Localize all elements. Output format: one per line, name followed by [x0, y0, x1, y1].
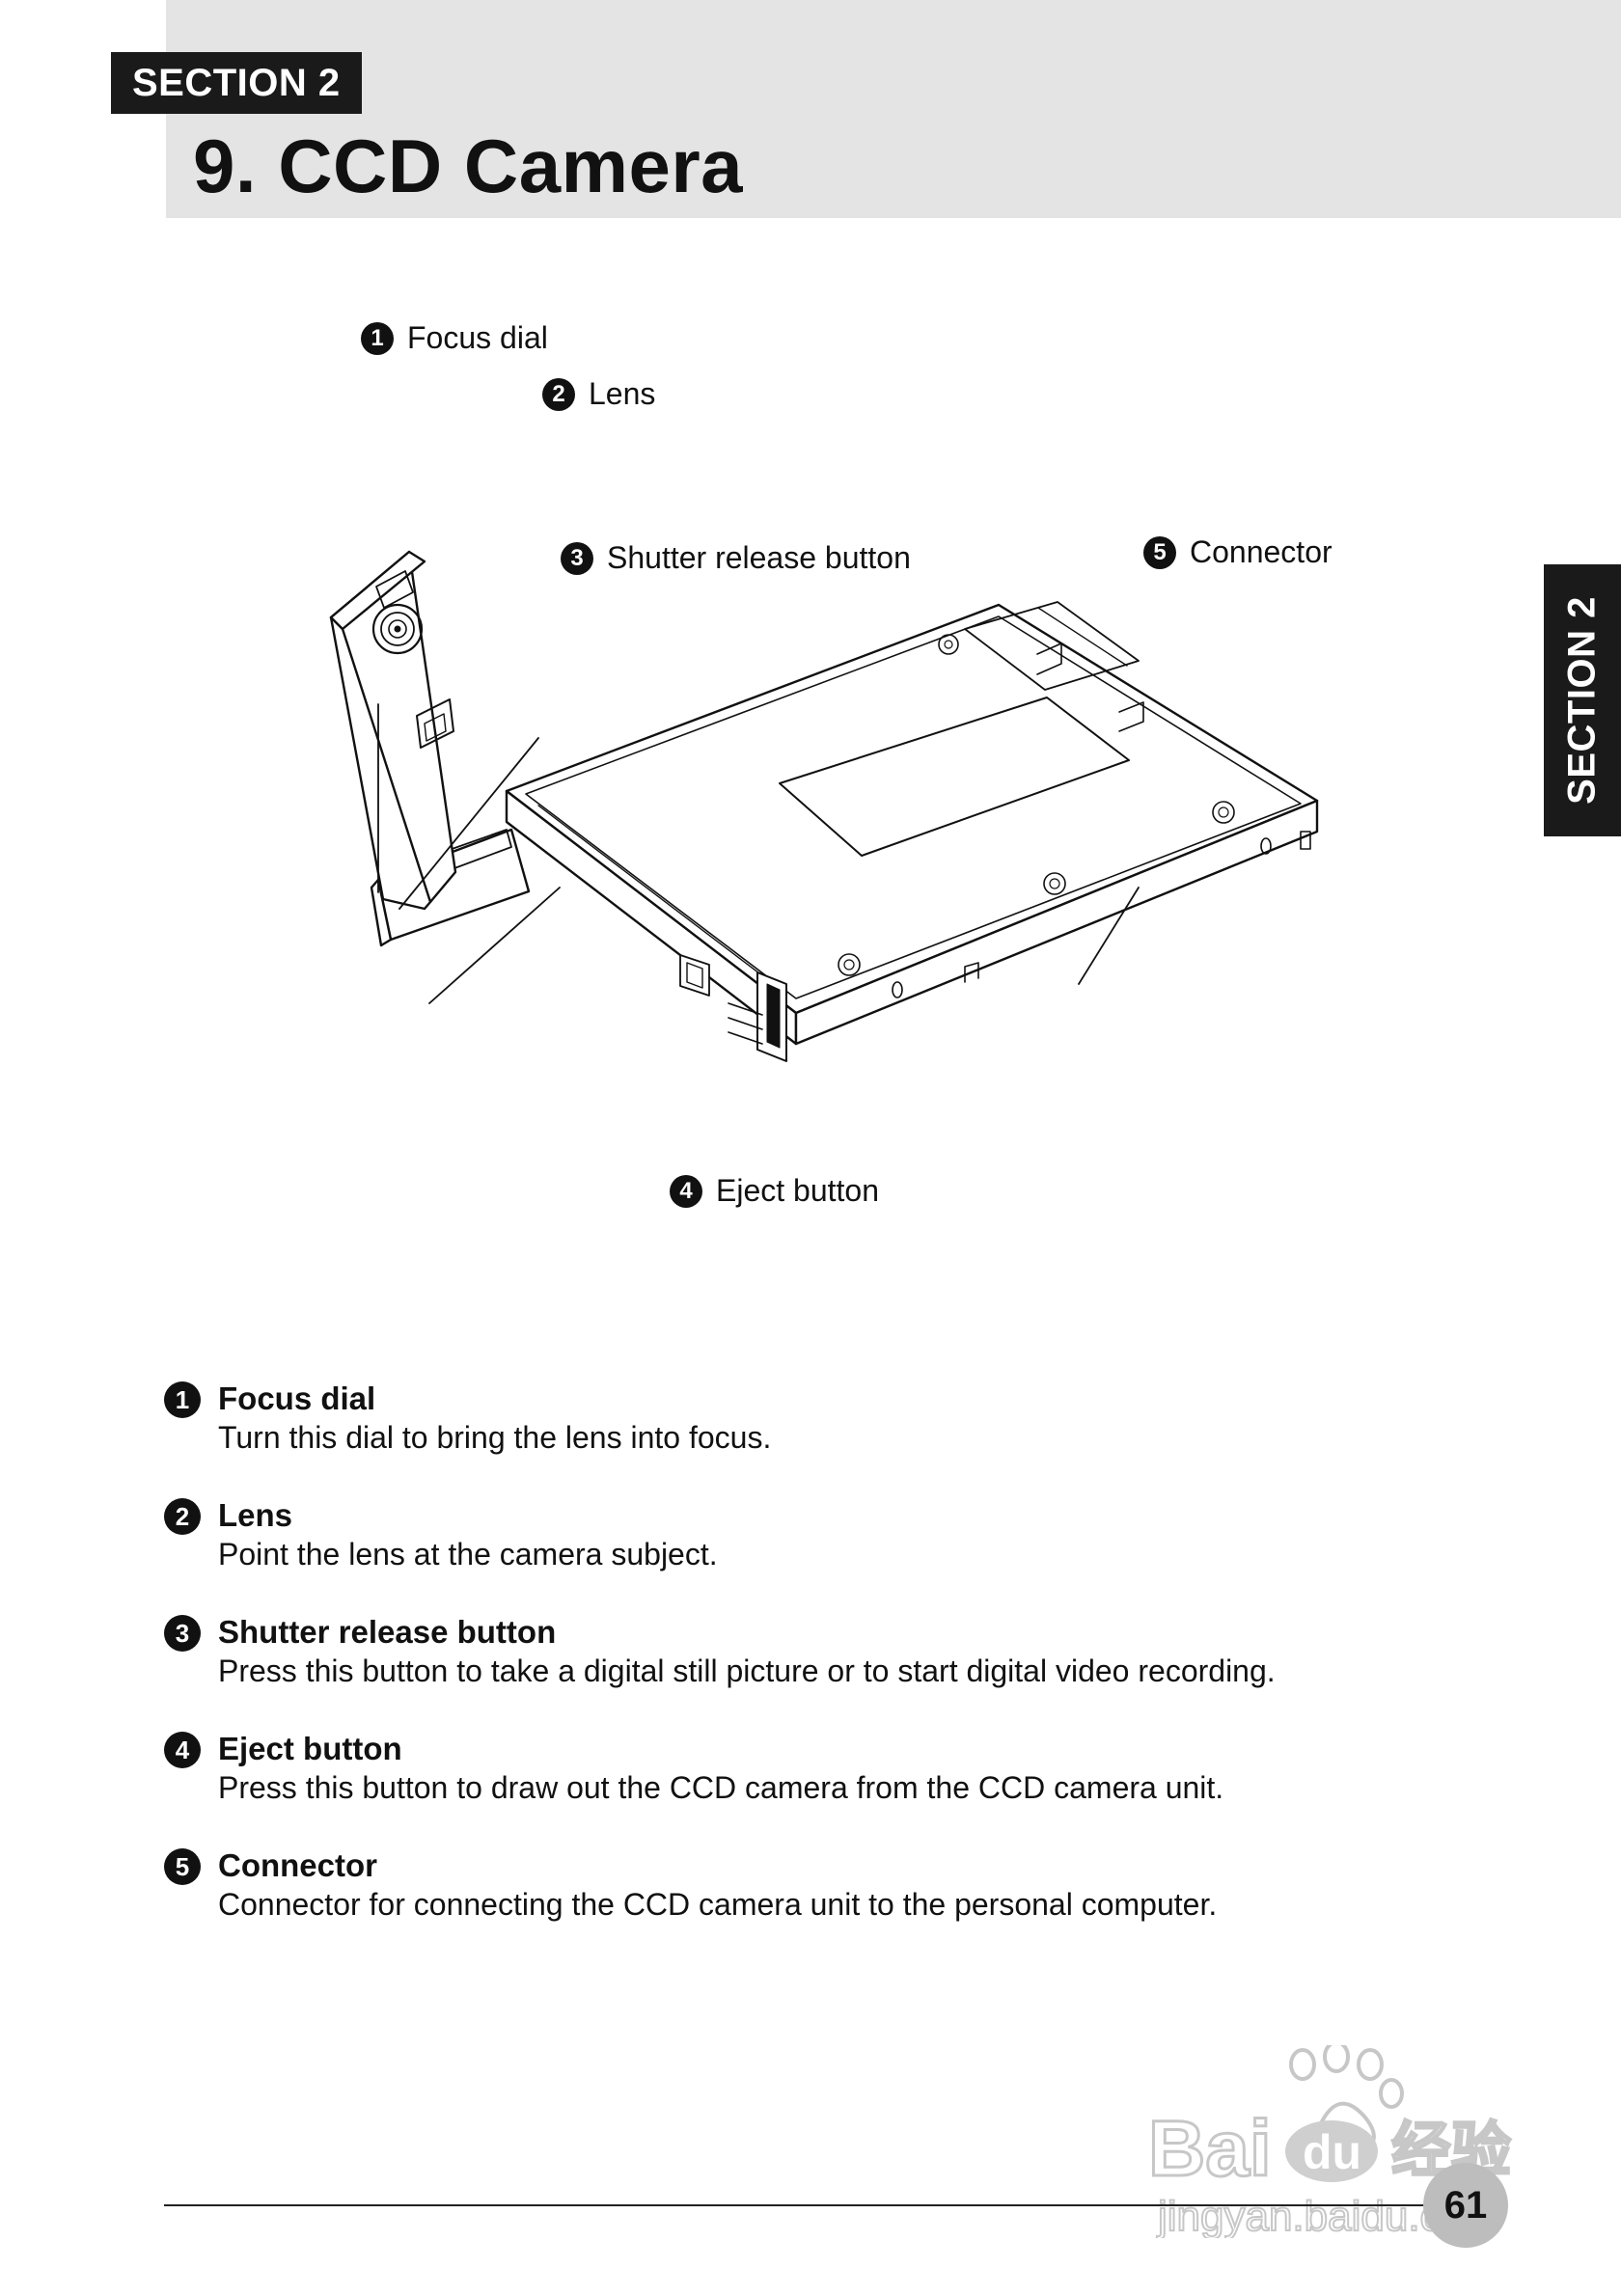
- description-term: Eject button: [218, 1731, 402, 1766]
- description-text: Press this button to take a digital stil…: [218, 1654, 1276, 1688]
- ccd-camera-illustration: [329, 550, 1319, 1062]
- callout-label: Eject button: [716, 1173, 879, 1208]
- svg-text:Bai: Bai: [1148, 2105, 1272, 2193]
- callout-number-badge: 2: [542, 377, 575, 411]
- camera-cradle: [370, 828, 531, 947]
- svg-text:du: du: [1303, 2125, 1361, 2179]
- description-text: Point the lens at the camera subject.: [218, 1537, 718, 1572]
- description-term: Connector: [218, 1847, 377, 1883]
- callout-number-badge: 5: [1143, 535, 1176, 569]
- component-description-list: 1 Focus dial Turn this dial to bring the…: [164, 1380, 1496, 1963]
- callout-shutter-release-button: 3 Shutter release button: [561, 538, 911, 577]
- ccd-camera-figure: 1 Focus dial 2 Lens 3 Shutter release butto…: [0, 318, 1621, 1235]
- description-number-badge: 5: [164, 1848, 201, 1885]
- callout-label: Focus dial: [407, 320, 548, 355]
- callout-connector: 5 Connector: [1143, 533, 1333, 571]
- description-eject-button: 4 Eject button Press this button to draw…: [164, 1730, 1496, 1846]
- description-number-badge: 3: [164, 1615, 201, 1652]
- description-focus-dial: 1 Focus dial Turn this dial to bring the…: [164, 1380, 1496, 1496]
- page-number: 61: [1423, 2163, 1508, 2248]
- callout-lens: 2 Lens: [542, 374, 655, 413]
- leader-lines: [377, 703, 1140, 1004]
- callout-number-badge: 3: [561, 541, 593, 575]
- callout-label: Shutter release button: [607, 540, 911, 575]
- callout-eject-button: 4 Eject button: [670, 1171, 879, 1210]
- callout-label: Connector: [1190, 534, 1333, 569]
- description-term: Focus dial: [218, 1380, 376, 1416]
- description-connector: 5 Connector Connector for connecting the…: [164, 1846, 1496, 1963]
- section-tag: SECTION 2: [111, 52, 362, 114]
- baidu-jingyan-watermark: Bai du 经验 jingyan.baidu.com: [1147, 2045, 1512, 2238]
- callout-label: Lens: [589, 376, 656, 411]
- description-text: Connector for connecting the CCD camera …: [218, 1887, 1218, 1922]
- callout-number-badge: 4: [670, 1174, 702, 1208]
- description-lens: 2 Lens Point the lens at the camera subj…: [164, 1496, 1496, 1613]
- description-number-badge: 4: [164, 1732, 201, 1768]
- description-text: Press this button to draw out the CCD ca…: [218, 1770, 1224, 1805]
- callout-number-badge: 1: [361, 321, 394, 355]
- description-term: Shutter release button: [218, 1614, 557, 1650]
- page-title: 9. CCD Camera: [193, 123, 744, 208]
- camera-unit-body: [505, 601, 1319, 1062]
- callout-focus-dial: 1 Focus dial: [361, 318, 548, 357]
- description-shutter-release-button: 3 Shutter release button Press this butt…: [164, 1613, 1496, 1730]
- description-number-badge: 1: [164, 1381, 201, 1418]
- footer-rule: [164, 2204, 1505, 2206]
- description-text: Turn this dial to bring the lens into fo…: [218, 1420, 772, 1455]
- header-band: [166, 0, 1621, 218]
- description-number-badge: 2: [164, 1498, 201, 1535]
- section-side-tab[interactable]: SECTION 2: [1544, 564, 1621, 836]
- pop-up-camera: [329, 550, 457, 911]
- description-term: Lens: [218, 1497, 293, 1533]
